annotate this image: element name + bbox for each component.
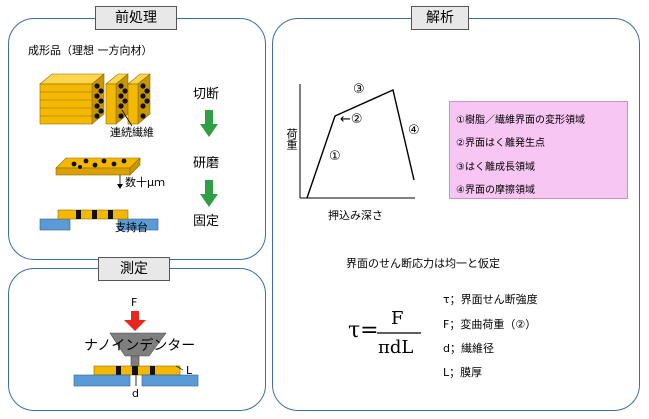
definition-f: F；変曲荷重（②） bbox=[443, 318, 537, 331]
indentation-setup bbox=[73, 311, 199, 387]
force-label: F bbox=[131, 296, 138, 309]
analysis-title: 解析 bbox=[411, 6, 469, 30]
fiber-composite-stack bbox=[39, 73, 151, 127]
analysis-panel bbox=[272, 18, 640, 411]
marker-2: ←② bbox=[340, 112, 363, 127]
indenter-label: ナノインデンター bbox=[84, 338, 196, 354]
fiber-label: 連続繊維 bbox=[110, 126, 154, 139]
graph-ylabel: 荷重 bbox=[285, 128, 298, 150]
formula-lhs: τ= bbox=[348, 318, 379, 343]
mounted-sample bbox=[39, 209, 159, 231]
definition-l: L；膜厚 bbox=[443, 366, 483, 379]
load-displacement-graph bbox=[299, 84, 415, 199]
support-label: 支持台 bbox=[115, 221, 148, 234]
polished-slice bbox=[55, 157, 141, 189]
definition-tau: τ；界面せん断強度 bbox=[443, 293, 538, 306]
legend-item: ④界面の摩擦領域 bbox=[456, 185, 535, 196]
marker-4: ④ bbox=[408, 123, 420, 138]
definition-d: d；繊維径 bbox=[443, 342, 494, 355]
length-label: L bbox=[186, 364, 193, 377]
legend-item: ①樹脂／繊維界面の変形領域 bbox=[456, 115, 585, 126]
graph-xlabel: 押込み深さ bbox=[328, 209, 383, 222]
assumption-text: 界面のせん断応力は均一と仮定 bbox=[346, 257, 500, 270]
measurement-title: 測定 bbox=[98, 257, 170, 281]
step-fix: 固定 bbox=[193, 214, 220, 229]
marker-1: ① bbox=[329, 149, 341, 164]
process-arrows bbox=[200, 110, 218, 207]
step-polish: 研磨 bbox=[193, 156, 220, 171]
preprocess-title: 前処理 bbox=[95, 6, 177, 30]
formula-numerator: F bbox=[391, 308, 404, 329]
legend-item: ②界面はく離発生点 bbox=[456, 138, 545, 149]
diameter-label: d bbox=[132, 387, 139, 400]
marker-3: ③ bbox=[353, 82, 365, 97]
thickness-label: 数十μｍ bbox=[125, 176, 165, 189]
step-cut: 切断 bbox=[193, 87, 220, 102]
formula-denominator: πdL bbox=[378, 337, 414, 358]
sample-label: 成形品（理想 一方向材） bbox=[28, 44, 153, 57]
region-legend: ①樹脂／繊維界面の変形領域 ②界面はく離発生点 ③はく離成長領域 ④界面の摩擦領… bbox=[449, 101, 628, 199]
legend-item: ③はく離成長領域 bbox=[456, 162, 535, 173]
